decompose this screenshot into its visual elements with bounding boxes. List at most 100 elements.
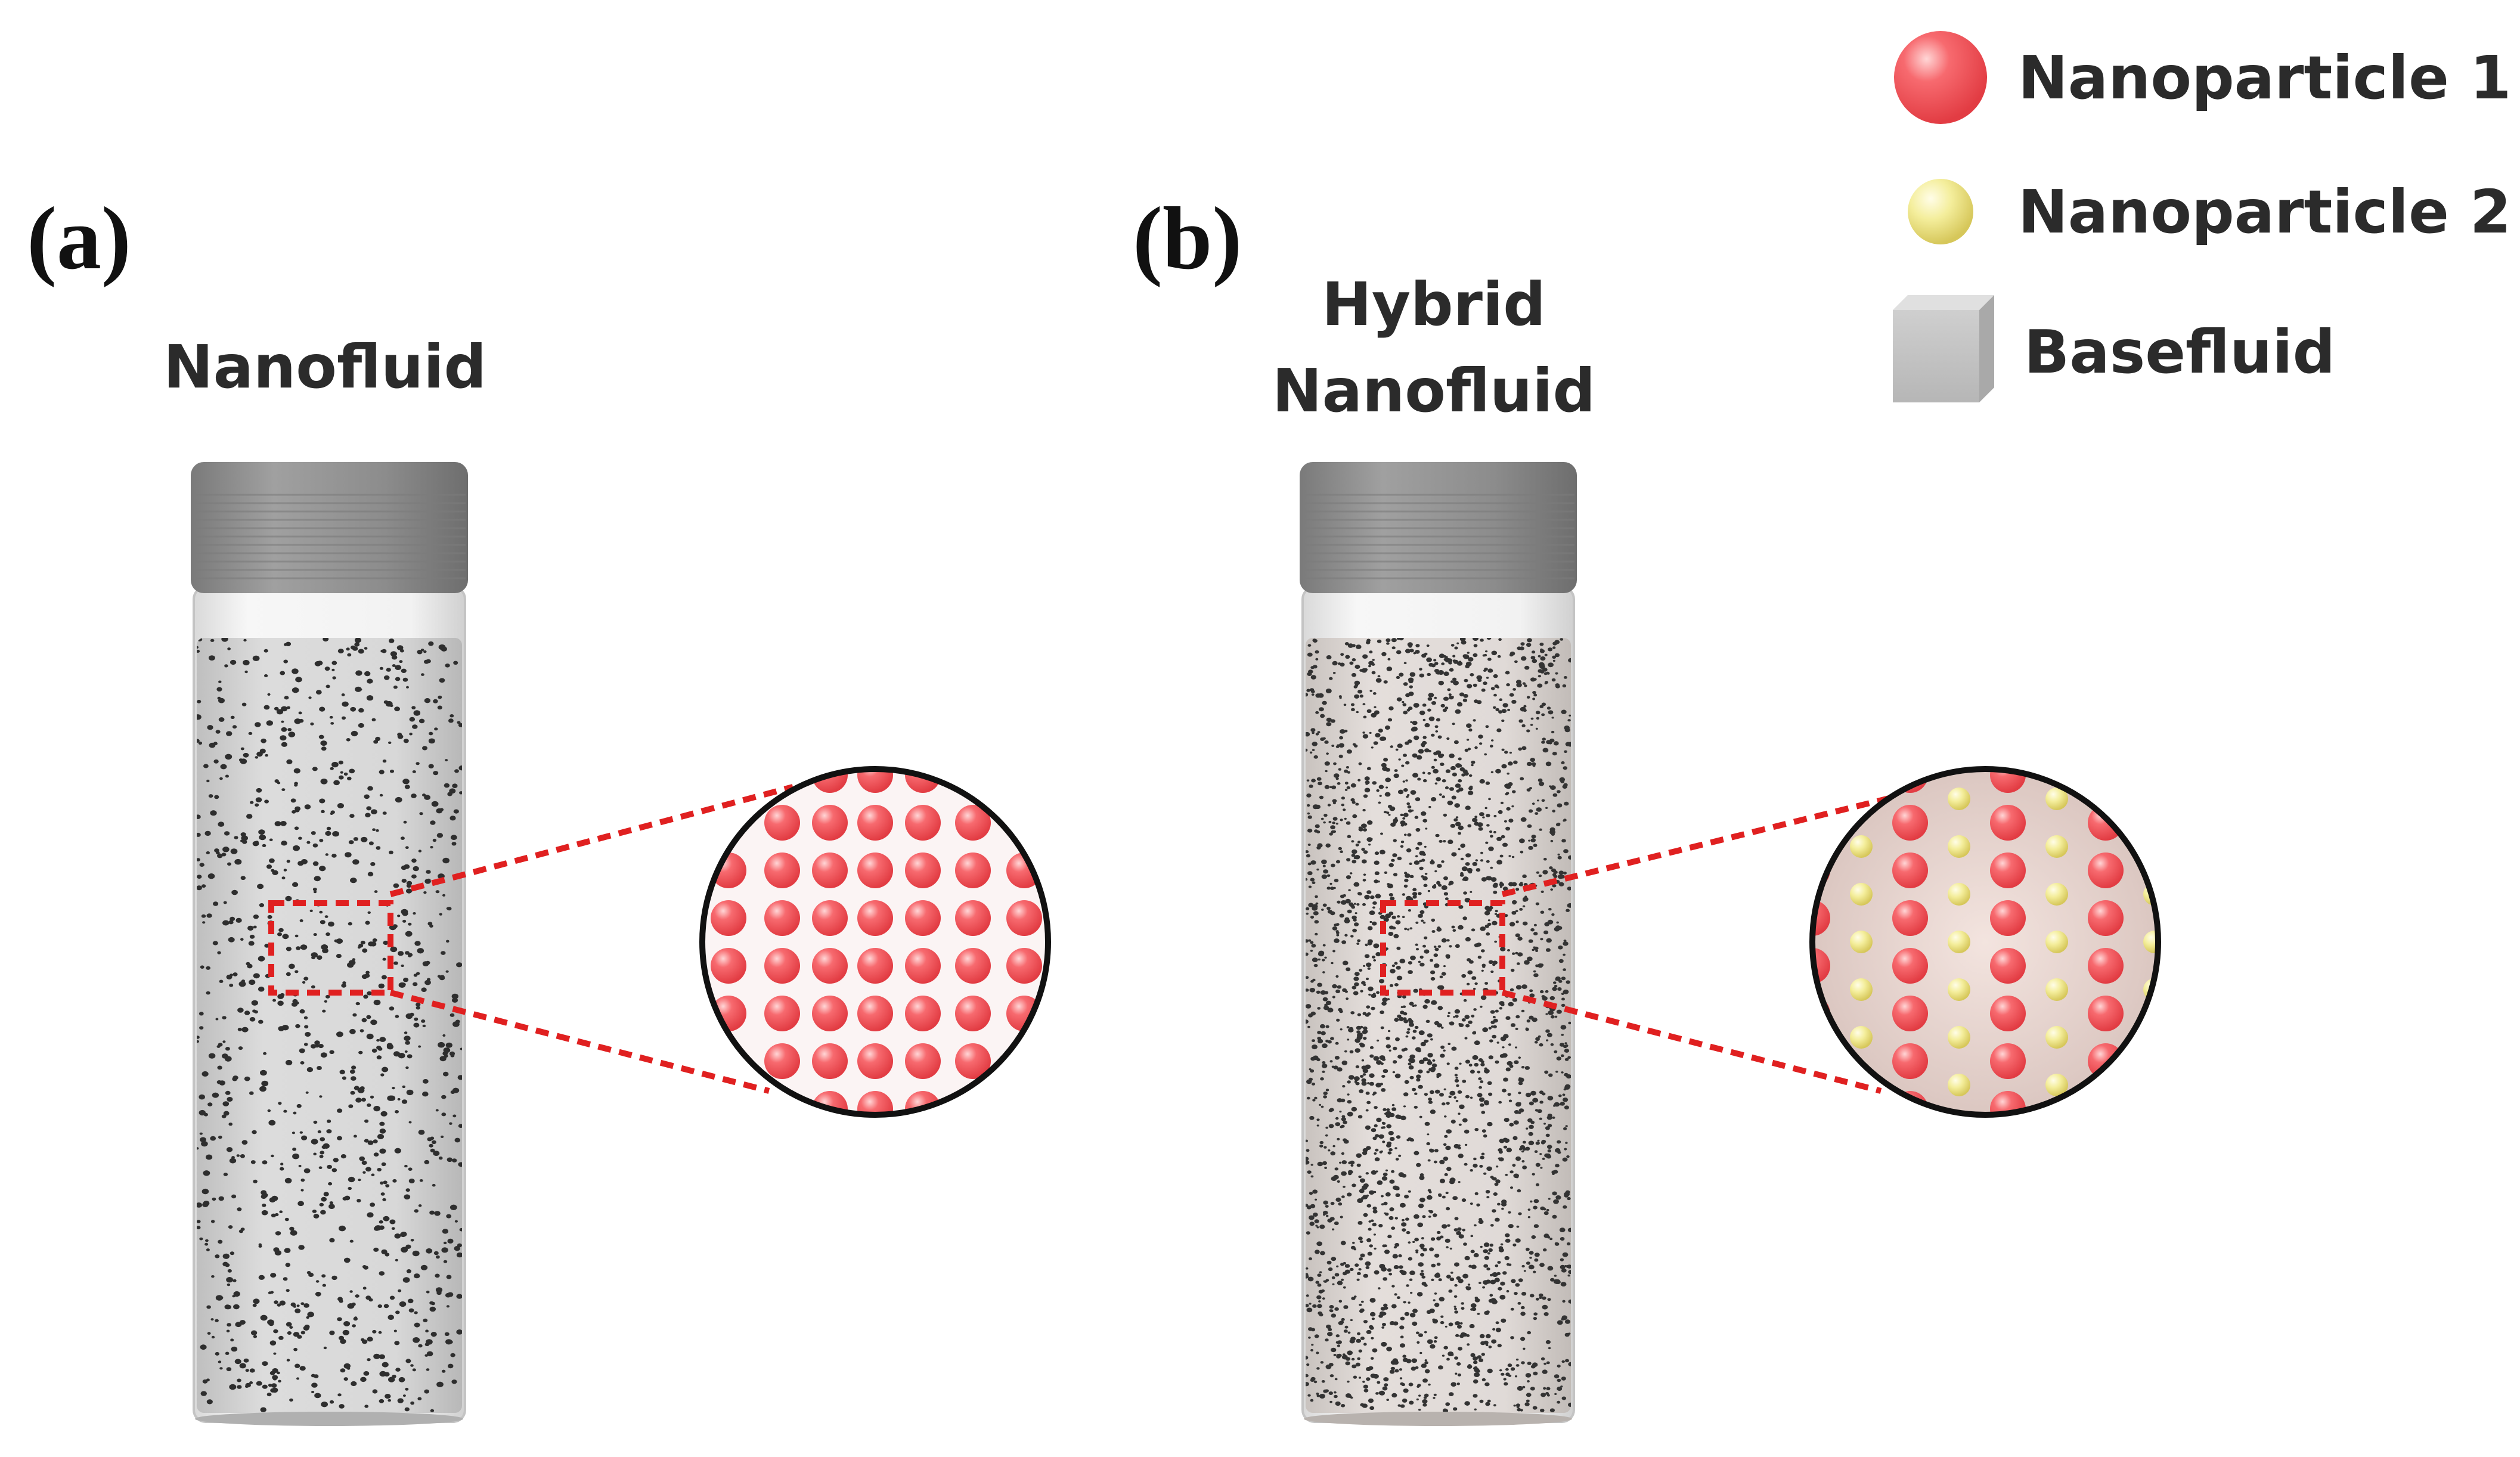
fluid-speck — [221, 1114, 227, 1118]
fluid-speck — [1322, 1061, 1326, 1064]
fluid-speck — [222, 1101, 230, 1106]
fluid-speck — [1507, 1363, 1512, 1368]
fluid-speck — [1515, 951, 1518, 954]
fluid-speck — [328, 1204, 335, 1209]
fluid-speck — [1474, 943, 1480, 947]
fluid-speck — [1327, 804, 1331, 807]
fluid-speck — [449, 1122, 452, 1125]
fluid-speck — [1528, 1140, 1535, 1146]
fluid-speck — [1535, 711, 1540, 715]
fluid-speck — [1420, 1253, 1425, 1257]
zoom-b-nanoparticle1 — [1990, 1043, 2026, 1079]
fluid-speck — [1535, 1141, 1540, 1145]
fluid-speck — [404, 785, 410, 789]
fluid-speck — [1361, 859, 1367, 864]
fluid-speck — [1533, 693, 1538, 697]
fluid-speck — [1384, 792, 1391, 797]
fluid-speck — [1361, 1059, 1365, 1062]
fluid-speck — [1529, 1015, 1534, 1020]
fluid-speck — [1358, 762, 1362, 765]
fluid-speck — [1335, 975, 1339, 978]
fluid-speck — [289, 1326, 293, 1329]
fluid-speck — [1418, 960, 1421, 963]
fluid-speck — [1511, 911, 1517, 915]
fluid-speck — [1421, 1237, 1424, 1240]
fluid-speck — [222, 847, 230, 852]
zoom-b-nanoparticle2 — [2143, 788, 2158, 810]
fluid-speck — [1562, 1157, 1568, 1162]
fluid-speck — [1557, 803, 1563, 808]
fluid-speck — [218, 822, 225, 827]
fluid-speck — [1382, 1323, 1386, 1326]
fluid-speck — [1409, 875, 1414, 879]
fluid-speck — [1560, 1385, 1563, 1388]
fluid-speck — [1430, 1068, 1436, 1072]
fluid-speck — [1415, 943, 1418, 946]
fluid-speck — [1501, 748, 1505, 751]
fluid-speck — [1453, 1228, 1458, 1232]
fluid-speck — [1369, 1073, 1375, 1078]
fluid-speck — [1415, 1249, 1419, 1253]
fluid-speck — [340, 771, 343, 774]
fluid-speck — [1308, 939, 1312, 942]
fluid-speck — [296, 1103, 302, 1108]
fluid-speck — [1391, 1170, 1395, 1173]
fluid-speck — [295, 970, 299, 974]
fluid-speck — [351, 1065, 357, 1070]
fluid-speck — [1394, 769, 1398, 772]
fluid-speck — [1453, 818, 1458, 822]
fluid-speck — [1445, 1238, 1450, 1243]
fluid-speck — [1406, 848, 1412, 852]
fluid-speck — [1542, 737, 1546, 741]
fluid-speck — [1471, 928, 1476, 932]
fluid-speck — [1325, 843, 1331, 848]
fluid-speck — [243, 659, 250, 666]
fluid-speck — [253, 914, 259, 919]
fluid-speck — [1419, 710, 1425, 715]
fluid-speck — [1425, 1040, 1429, 1043]
fluid-speck — [1512, 790, 1516, 793]
fluid-speck — [1452, 655, 1456, 658]
fluid-speck — [1541, 713, 1545, 717]
fluid-speck — [1489, 1244, 1493, 1247]
fluid-speck — [1470, 1308, 1474, 1311]
fluid-speck — [1342, 960, 1349, 966]
fluid-speck — [1452, 1196, 1458, 1201]
fluid-speck — [365, 920, 370, 925]
fluid-speck — [367, 911, 371, 914]
fluid-speck — [1466, 739, 1470, 741]
fluid-speck — [1334, 1167, 1339, 1171]
fluid-speck — [1372, 692, 1377, 695]
fluid-speck — [1434, 725, 1439, 728]
fluid-speck — [1327, 910, 1332, 914]
fluid-speck — [1530, 1121, 1535, 1124]
fluid-speck — [380, 1181, 384, 1185]
fluid-speck — [1442, 1354, 1445, 1357]
fluid-speck — [1381, 1203, 1384, 1205]
fluid-speck — [361, 836, 368, 842]
fluid-speck — [1363, 794, 1368, 798]
fluid-speck — [1310, 1399, 1314, 1402]
fluid-speck — [1312, 665, 1318, 669]
fluid-speck — [1322, 1297, 1325, 1300]
fluid-speck — [289, 1226, 295, 1231]
fluid-speck — [443, 1241, 447, 1245]
fluid-speck — [1551, 730, 1555, 734]
fluid-speck — [441, 1135, 444, 1138]
fluid-speck — [360, 1377, 367, 1382]
fluid-speck — [215, 1254, 220, 1258]
fluid-speck — [312, 861, 319, 866]
fluid-speck — [1490, 1224, 1494, 1227]
fluid-speck — [230, 715, 235, 720]
fluid-speck — [1428, 1210, 1431, 1212]
fluid-speck — [1474, 699, 1478, 703]
fluid-speck — [1505, 1173, 1508, 1176]
fluid-speck — [446, 940, 450, 943]
fluid-speck — [314, 1040, 320, 1045]
fluid-speck — [1496, 860, 1503, 865]
zoom-b-background — [1812, 769, 2158, 1115]
fluid-speck — [1518, 1108, 1524, 1113]
fluid-speck — [1527, 1331, 1532, 1335]
fluid-speck — [1560, 1237, 1565, 1241]
fluid-speck — [1495, 768, 1501, 774]
